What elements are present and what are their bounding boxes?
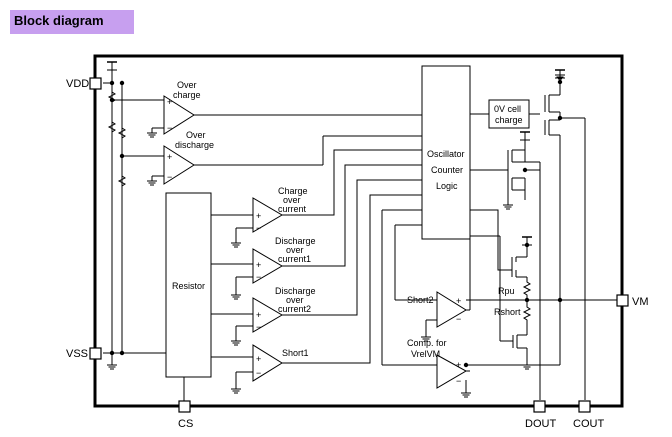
pin-cout <box>578 400 591 413</box>
discharge-oc2-minus: − <box>256 322 261 332</box>
short1-label: Short1 <box>282 348 309 358</box>
comp-vrelvm-label-2: VrelVM <box>411 349 440 359</box>
overcharge-label-1: Over <box>177 80 197 90</box>
logic-label-line3: Logic <box>436 181 458 191</box>
discharge-oc1-label-3: current1 <box>278 254 311 264</box>
zero-v-charge-line2: charge <box>495 115 523 125</box>
pin-label-vss: VSS <box>66 348 88 360</box>
pin-cs <box>178 400 191 413</box>
charge-oc-plus: + <box>256 211 261 221</box>
pin-label-vm: VM <box>632 296 649 308</box>
rpu-label: Rpu <box>498 286 515 296</box>
discharge-oc2-label-2: over <box>286 295 304 305</box>
overcharge-minus: − <box>167 123 172 133</box>
charge-oc-label-3: current <box>278 204 307 214</box>
pin-label-cout: COUT <box>573 418 604 430</box>
logic-label-line1: Oscillator <box>427 149 465 159</box>
discharge-oc1-label-1: Discharge <box>275 236 316 246</box>
logic-label-line2: Counter <box>431 165 463 175</box>
short2-plus: + <box>456 296 461 306</box>
resistor-block-label: Resistor <box>172 281 205 291</box>
overdischarge-plus: + <box>167 152 172 162</box>
overdischarge-label-2: discharge <box>175 140 214 150</box>
pin-dout <box>533 400 546 413</box>
charge-oc-label-1: Charge <box>278 186 308 196</box>
overdischarge-label-1: Over <box>186 130 206 140</box>
pin-label-vdd: VDD <box>66 78 89 90</box>
overdischarge-minus: − <box>167 172 172 182</box>
short1-plus: + <box>256 354 261 364</box>
pin-label-cs: CS <box>178 418 193 430</box>
rshort-label: Rshort <box>494 307 521 317</box>
pin-vss <box>89 347 102 360</box>
discharge-oc2-plus: + <box>256 310 261 320</box>
charge-oc-label-2: over <box>283 195 301 205</box>
discharge-oc1-label-2: over <box>286 245 304 255</box>
chip-outline <box>93 54 624 408</box>
comp-vrelvm-plus: + <box>456 360 461 370</box>
overcharge-plus: + <box>167 97 172 107</box>
discharge-oc1-plus: + <box>256 260 261 270</box>
charge-oc-minus: − <box>256 223 261 233</box>
discharge-oc2-label-1: Discharge <box>275 286 316 296</box>
overcharge-label-2: charge <box>173 90 201 100</box>
page-title: Block diagram <box>10 10 134 34</box>
zero-v-charge-line1: 0V cell <box>494 104 521 114</box>
discharge-oc1-minus: − <box>256 272 261 282</box>
short1-minus: − <box>256 368 261 378</box>
short2-label: Short2 <box>407 295 434 305</box>
comp-vrelvm-label-1: Comp. for <box>407 338 447 348</box>
pin-label-dout: DOUT <box>525 418 556 430</box>
comp-vrelvm-minus: − <box>456 376 461 386</box>
short2-minus: − <box>456 314 461 324</box>
pin-vdd <box>89 77 102 90</box>
discharge-oc2-label-3: current2 <box>278 304 311 314</box>
pin-vm <box>616 294 629 307</box>
